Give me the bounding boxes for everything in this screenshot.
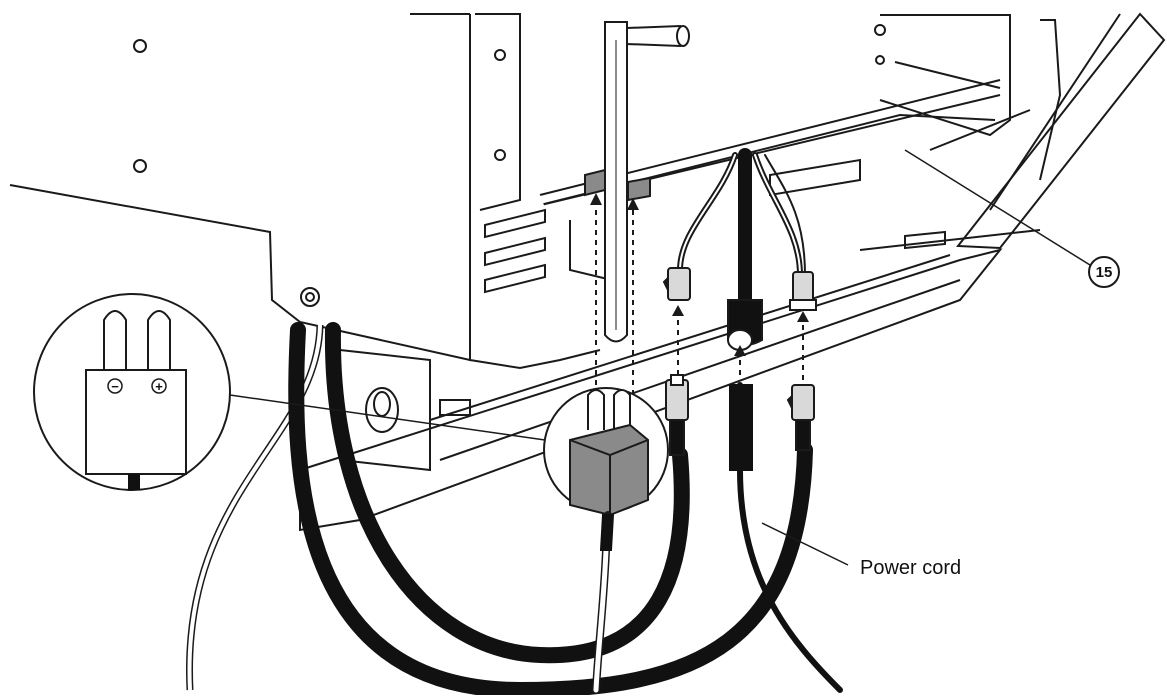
plug-cable <box>592 511 615 694</box>
power-cord-label: Power cord <box>860 557 961 579</box>
power-cord-leader-line <box>761 522 849 566</box>
connector-left-upper <box>662 267 691 301</box>
guide-arrows <box>595 200 804 405</box>
control-module <box>469 13 651 370</box>
plus-sign-label: + <box>155 379 163 394</box>
part-number-badge <box>1088 256 1120 288</box>
connector-center-plug <box>727 299 763 351</box>
part-number-label: 15 <box>1096 264 1113 281</box>
minus-sign-label: − <box>111 379 119 394</box>
frame-rail <box>956 12 1166 250</box>
side-panel <box>9 13 471 362</box>
part-leader-line <box>904 149 1091 266</box>
antenna <box>604 21 690 343</box>
thin-cable-left <box>186 324 324 691</box>
connector-right-lower <box>786 384 815 451</box>
power-cord <box>729 382 843 693</box>
detail-leader-line <box>229 394 546 441</box>
arrow-heads <box>590 193 809 356</box>
connector-left-lower <box>665 374 689 456</box>
connector-right-upper <box>789 271 817 311</box>
plug-detail-inset: − + <box>33 293 231 491</box>
plug-closeup-circle <box>543 387 669 517</box>
wire-bundle <box>677 148 806 307</box>
